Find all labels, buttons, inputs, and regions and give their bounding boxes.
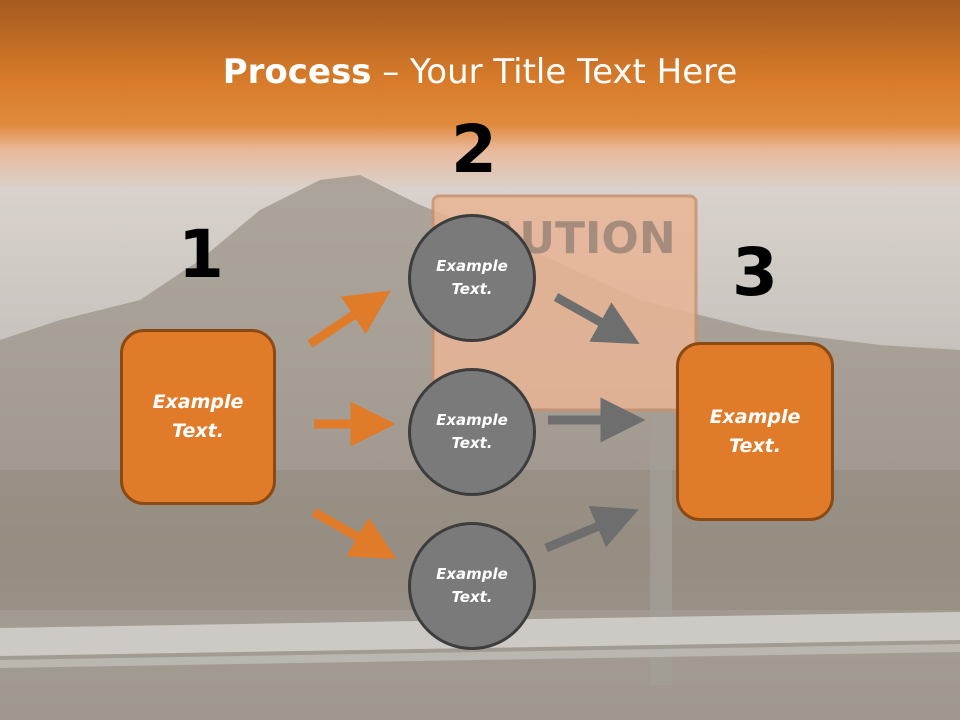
left-step-box[interactable]: Example Text. xyxy=(120,329,276,505)
arrow-left-to-bottom xyxy=(311,508,397,560)
title-bold: Process xyxy=(222,52,372,92)
right-box-line1: Example xyxy=(709,405,801,428)
slide-title: Process – Your Title Text Here xyxy=(0,52,960,92)
right-box-line2: Text. xyxy=(729,434,781,457)
left-box-line1: Example xyxy=(152,391,244,413)
step-number-2: 2 xyxy=(451,111,497,188)
arrow-left-to-top xyxy=(307,290,391,348)
circle-middle-line2: Text. xyxy=(451,434,493,452)
circle-middle[interactable]: Example Text. xyxy=(408,368,536,496)
circle-top[interactable]: Example Text. xyxy=(408,214,536,342)
circle-top-line2: Text. xyxy=(451,280,493,298)
circle-bottom-line1: Example xyxy=(436,565,508,583)
left-box-line2: Text. xyxy=(172,420,224,442)
arrow-bottom-to-right xyxy=(544,505,639,553)
step-number-3: 3 xyxy=(732,234,778,311)
step-number-1: 1 xyxy=(178,216,224,293)
right-step-box[interactable]: Example Text. xyxy=(676,342,834,521)
title-rest: – Your Title Text Here xyxy=(371,52,738,92)
circle-bottom[interactable]: Example Text. xyxy=(408,522,536,650)
circle-top-line1: Example xyxy=(436,257,508,275)
circle-middle-line1: Example xyxy=(436,411,508,429)
circle-bottom-line2: Text. xyxy=(451,588,493,606)
arrow-top-to-right xyxy=(553,293,640,345)
